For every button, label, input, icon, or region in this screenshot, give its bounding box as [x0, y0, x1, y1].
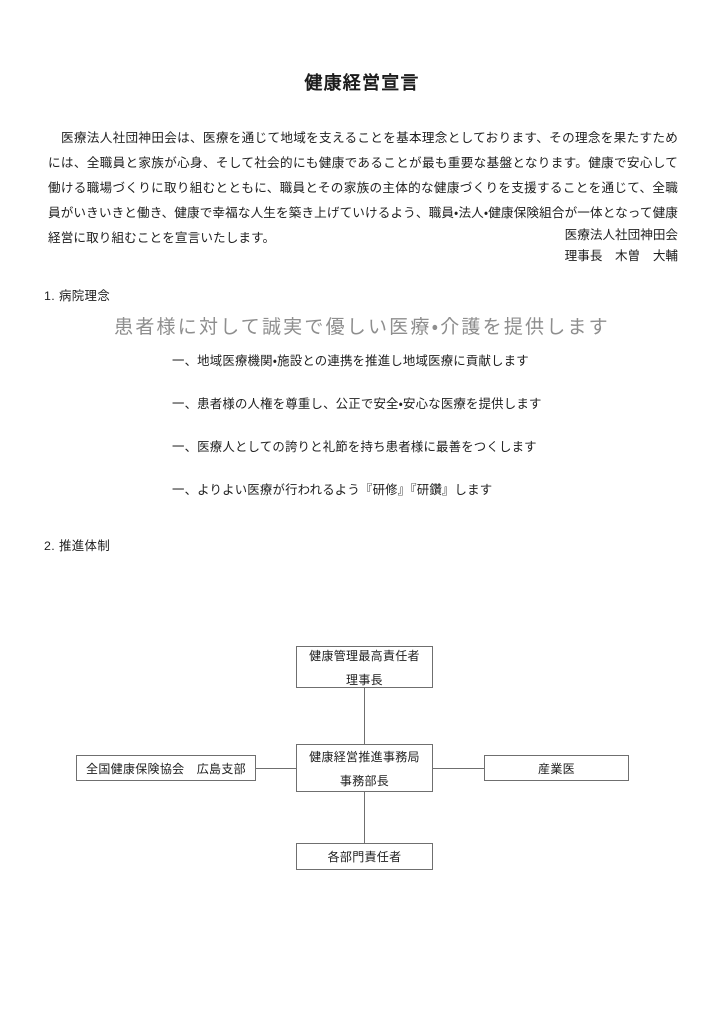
principle-item: 一、患者様の人権を尊重し、公正で安全・安心な医療を提供します: [172, 397, 542, 411]
org-node-chief-health-officer: 健康管理最高責任者 理事長: [296, 646, 433, 688]
org-node-department-managers: 各部門責任者: [296, 843, 433, 870]
org-node-line1: 全国健康保険協会 広島支部: [86, 761, 246, 776]
org-chart: 健康管理最高責任者 理事長 健康経営推進事務局 事務部長 全国健康保険協会 広島…: [0, 640, 724, 885]
signature-block: 医療法人社団神田会 理事長 木曽 大輔: [0, 225, 678, 267]
connector-center-to-right: [433, 768, 484, 769]
org-node-health-management-office: 健康経営推進事務局 事務部長: [296, 744, 433, 792]
org-node-line2: 事務部長: [339, 773, 390, 788]
principles-list: 一、地域医療機関・施設との連携を推進し地域医療に貢献します 一、患者様の人権を尊…: [172, 352, 632, 524]
page-title: 健康経営宣言: [304, 73, 420, 94]
principle-item: 一、地域医療機関・施設との連携を推進し地域医療に貢献します: [172, 354, 529, 368]
signature-organization: 医療法人社団神田会: [564, 228, 678, 242]
org-node-occupational-physician: 産業医: [484, 755, 629, 781]
principle-item: 一、医療人としての誇りと礼節を持ち患者様に最善をつくします: [172, 440, 537, 454]
connector-center-to-bottom: [364, 792, 365, 843]
principle-item: 一、よりよい医療が行われるよう『研修』『研鑽』します: [172, 483, 493, 497]
declaration-paragraph: 医療法人社団神田会は、医療を通じて地域を支えることを基本理念としております、その…: [48, 130, 678, 245]
signature-title-and-name: 理事長 木曽 大輔: [564, 249, 678, 263]
section-heading-hospital-philosophy: 1. 病院理念: [44, 289, 111, 303]
org-node-line1: 健康管理最高責任者: [309, 648, 420, 663]
org-node-line1: 健康経営推進事務局: [309, 749, 420, 764]
org-node-line1: 各部門責任者: [327, 850, 402, 864]
hospital-philosophy-motto: 患者様に対して誠実で優しい医療・介護を提供します: [114, 317, 610, 338]
org-node-health-insurance-association: 全国健康保険協会 広島支部: [76, 755, 256, 781]
connector-top-to-center: [364, 688, 365, 744]
org-node-line1: 産業医: [538, 761, 575, 776]
connector-left-to-center: [256, 768, 296, 769]
org-node-line2: 理事長: [346, 672, 383, 687]
section-heading-promotion-structure: 2. 推進体制: [44, 539, 111, 553]
